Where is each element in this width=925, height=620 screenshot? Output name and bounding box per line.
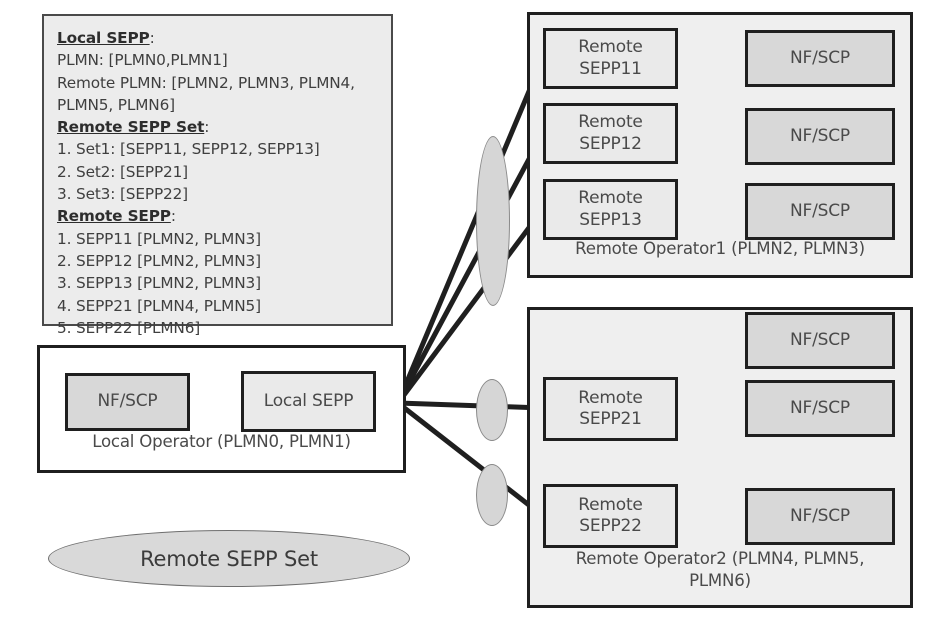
link-localsepp-to-sepp13 <box>395 207 546 405</box>
node-operator2-nfscp-1-label: NF/SCP <box>790 329 850 350</box>
node-remote-sepp11[interactable]: Remote SEPP11 <box>543 28 678 89</box>
legend-line-set2: 2. Set2: [SEPP21] <box>57 162 188 181</box>
node-remote-sepp22[interactable]: Remote SEPP22 <box>543 484 678 548</box>
node-remote-sepp12-label: Remote SEPP12 <box>578 112 643 154</box>
legend-line-sepp21: 4. SEPP21 [PLMN4, PLMN5] <box>57 296 261 315</box>
remote-sepp-set3-ellipse <box>476 464 508 526</box>
legend-heading-remote-sepp-colon: : <box>170 207 176 226</box>
legend-line-remote-plmn-1: Remote PLMN: [PLMN2, PLMN3, PLMN4, <box>57 73 355 92</box>
node-operator1-nfscp-2-label: NF/SCP <box>790 125 850 146</box>
node-remote-sepp13-label: Remote SEPP13 <box>578 188 643 230</box>
local-sepp-config-legend: Local SEPP: PLMN: [PLMN0,PLMN1] Remote P… <box>42 14 393 337</box>
link-localsepp-to-sepp22 <box>396 401 545 518</box>
node-local-sepp-label: Local SEPP <box>263 390 354 411</box>
node-local-sepp[interactable]: Local SEPP <box>241 371 376 432</box>
legend-line-sepp22: 5. SEPP22 [PLMN6] <box>57 318 201 337</box>
legend-line-sepp12: 2. SEPP12 [PLMN2, PLMN3] <box>57 251 261 270</box>
node-remote-sepp13[interactable]: Remote SEPP13 <box>543 179 678 240</box>
node-operator2-nfscp-3-label: NF/SCP <box>790 505 850 526</box>
legend-key-remote-sepp-set-label: Remote SEPP Set <box>140 546 318 571</box>
node-operator1-nfscp-3-label: NF/SCP <box>790 200 850 221</box>
link-localsepp-to-sepp12 <box>395 131 546 405</box>
legend-line-plmn: PLMN: [PLMN0,PLMN1] <box>57 51 228 70</box>
legend-line-sepp11: 1. SEPP11 [PLMN2, PLMN3] <box>57 229 261 248</box>
node-operator2-nfscp-2-label: NF/SCP <box>790 397 850 418</box>
legend-heading-remote-sepp: Remote SEPP <box>57 207 171 226</box>
node-operator1-nfscp-1[interactable]: NF/SCP <box>745 30 895 87</box>
node-remote-sepp12[interactable]: Remote SEPP12 <box>543 103 678 164</box>
legend-heading-remote-sepp-set-colon: : <box>204 118 210 137</box>
link-localsepp-to-sepp21 <box>397 400 544 411</box>
remote-sepp-set2-ellipse <box>476 379 508 441</box>
node-local-nfscp[interactable]: NF/SCP <box>65 373 190 431</box>
legend-heading-local-sepp: Local SEPP <box>57 29 150 47</box>
legend-line-remote-plmn-2: PLMN5, PLMN6] <box>57 95 175 114</box>
legend-line-sepp13: 3. SEPP13 [PLMN2, PLMN3] <box>57 274 261 293</box>
node-local-nfscp-label: NF/SCP <box>97 391 158 412</box>
link-localsepp-to-sepp11 <box>395 57 546 404</box>
node-operator2-nfscp-3[interactable]: NF/SCP <box>745 488 895 545</box>
node-operator2-nfscp-2[interactable]: NF/SCP <box>745 380 895 437</box>
legend-line-set1: 1. Set1: [SEPP11, SEPP12, SEPP13] <box>57 140 320 159</box>
remote-operator2-caption: Remote Operator2 (PLMN4, PLMN5, PLMN6) <box>575 549 865 590</box>
node-operator1-nfscp-1-label: NF/SCP <box>790 47 850 68</box>
legend-line-set3: 3. Set3: [SEPP22] <box>57 185 188 204</box>
node-operator2-nfscp-1[interactable]: NF/SCP <box>745 312 895 369</box>
node-remote-sepp21-label: Remote SEPP21 <box>578 387 643 430</box>
legend-heading-remote-sepp-set: Remote SEPP Set <box>57 118 205 137</box>
node-remote-sepp22-label: Remote SEPP22 <box>578 494 643 537</box>
legend-key-remote-sepp-set: Remote SEPP Set <box>48 530 410 587</box>
node-operator1-nfscp-2[interactable]: NF/SCP <box>745 108 895 165</box>
local-operator-caption: Local Operator (PLMN0, PLMN1) <box>92 432 351 451</box>
remote-operator1-caption: Remote Operator1 (PLMN2, PLMN3) <box>575 239 865 258</box>
node-operator1-nfscp-3[interactable]: NF/SCP <box>745 183 895 240</box>
remote-sepp-set1-ellipse <box>476 136 510 306</box>
node-remote-sepp21[interactable]: Remote SEPP21 <box>543 377 678 441</box>
node-remote-sepp11-label: Remote SEPP11 <box>578 37 643 79</box>
legend-heading-local-sepp-colon: : <box>149 29 155 47</box>
